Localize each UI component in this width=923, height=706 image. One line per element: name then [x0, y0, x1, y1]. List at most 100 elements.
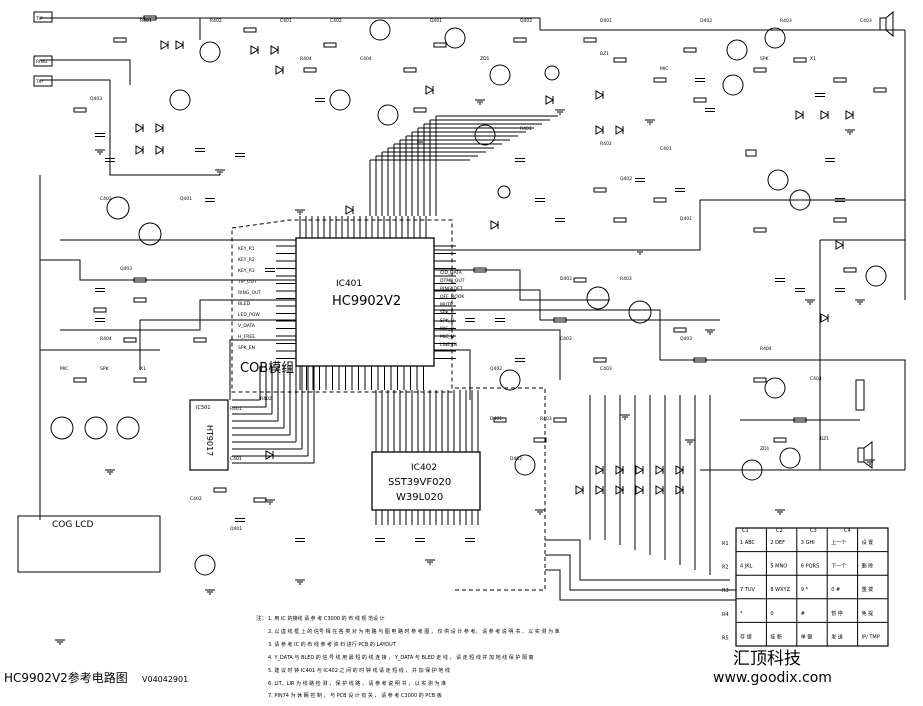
part-label: C401: [660, 146, 672, 152]
part-label: R401: [140, 18, 152, 24]
part-label: C403: [860, 18, 872, 24]
brand-url: www.goodix.com: [713, 670, 832, 686]
keypad-col-label-3: C3: [810, 528, 817, 534]
signal-label-left: KEY_R3: [238, 268, 255, 274]
keypad-key: 挂 断: [770, 633, 782, 640]
flash-ic-part-b: W39L020: [396, 492, 443, 503]
part-label: D401: [600, 18, 612, 24]
keypad-key: 9 *: [801, 587, 809, 593]
note-3: 3. 请 参 考 IC 的 布 线 参 考 资 料 进行 PCB 的 LAYOU…: [268, 641, 397, 648]
part-label: D402: [700, 18, 712, 24]
signal-label-left: H_FREE: [238, 334, 255, 340]
part-label: Q402: [490, 366, 502, 372]
note-2: 2. 以 虚 线 框 上 的 信号 相 在 各 类 对 为 电 路 与 图 电 …: [268, 628, 560, 635]
keypad-key: 7 TUV: [740, 587, 755, 593]
part-label: R403: [620, 276, 632, 282]
input-label-2: RING: [36, 59, 48, 65]
part-label: Q403: [120, 266, 132, 272]
keypad-key: 存 储: [740, 633, 752, 640]
part-label: C404: [360, 56, 372, 62]
aux-ic-ref: IC501: [196, 405, 211, 411]
part-label: R401: [520, 126, 532, 132]
keypad-key: 3 GHI: [801, 540, 815, 546]
signal-label-right: OFF_HOOK: [440, 294, 465, 300]
part-label: R402: [210, 18, 222, 24]
input-label-3: TIP: [35, 79, 43, 85]
keypad-key: 发 送: [831, 633, 843, 640]
keypad-key: *: [740, 611, 743, 617]
keypad-key: 2 DEF: [770, 540, 785, 546]
part-label: C401: [280, 18, 292, 24]
flash-ic-ref: IC402: [411, 463, 437, 473]
signal-label-left: KEY_R2: [238, 257, 255, 263]
part-label: D401: [490, 416, 502, 422]
part-label: Q403: [90, 96, 102, 102]
signal-label-right: CID_DATA: [440, 270, 463, 276]
part-label: R402: [260, 396, 272, 402]
input-label-1: TIP: [35, 16, 43, 22]
part-label: R403: [540, 416, 552, 422]
signal-label-left: V_DATA: [238, 323, 256, 329]
part-label: R401: [230, 406, 242, 412]
keypad-key: 下一个: [831, 564, 846, 570]
signal-label-right: MIC_P: [440, 326, 454, 332]
keypad-key: 删 除: [862, 563, 874, 570]
signal-label-right: RING_DET: [440, 286, 463, 292]
part-label: Q402: [520, 18, 532, 24]
note-6: 6. LIT、LIR 为 线 路 检 测 ， 保 护 线 路 ， 请 参 考 说…: [268, 680, 446, 687]
part-label: C402: [330, 18, 342, 24]
part-label: Q403: [680, 336, 692, 342]
note-7: 7. PIN74 为 休 眠 控 制 ， 与 PCB 设 计 有 关 ， 请 参…: [268, 692, 442, 699]
keypad-key: #: [801, 611, 805, 617]
keypad-col-label-4: C4: [844, 528, 851, 534]
signal-label-right: DTMF_OUT: [440, 278, 465, 284]
part-label: C403: [600, 366, 612, 372]
part-label: Q401: [430, 18, 442, 24]
part-label: BZ1: [820, 436, 829, 442]
cob-module-label: COB模组: [240, 361, 294, 376]
notes-heading: 注：: [256, 614, 267, 622]
part-label: Q401: [180, 196, 192, 202]
part-label: C403: [560, 336, 572, 342]
signal-label-right: SPK_P: [440, 310, 454, 316]
part-label: X1: [140, 366, 146, 372]
part-label: ZD1: [480, 56, 490, 62]
part-label: Q401: [230, 526, 242, 532]
signal-label-right: MIC_N: [440, 334, 454, 340]
part-label: D402: [560, 276, 572, 282]
signal-label-left: RING_OUT: [238, 290, 261, 296]
keypad-key: 免 提: [862, 610, 874, 617]
keypad-col-label-1: C1: [742, 528, 749, 534]
signal-label-right: MUTE: [440, 302, 453, 308]
part-label: ZD1: [760, 446, 770, 452]
keypad-row-label-1: R1: [722, 541, 729, 547]
part-label: D401: [680, 216, 692, 222]
main-ic-part: HC9902V2: [332, 294, 401, 309]
main-ic-ref: IC401: [336, 279, 362, 289]
keypad-key: 8 WXYZ: [770, 587, 790, 593]
flash-ic-part-a: SST39VF020: [388, 477, 451, 488]
part-label: MIC: [660, 66, 668, 72]
note-1: 1. 用 IC 的接线 请 参 考 C3000 的 布 线 规 范设 计: [268, 615, 385, 622]
keypad-key: 0: [770, 611, 773, 617]
keypad-key: 1 ABC: [740, 540, 756, 546]
keypad-key: 单 键: [801, 633, 813, 640]
part-label: MIC: [60, 366, 68, 372]
signal-label-left: TIP_OUT: [237, 279, 257, 285]
keypad-key: 6 PQRS: [801, 564, 819, 570]
note-5: 5. 建 议 时 钟 IC401 与 IC402 之 间 的 时 钟 线 请 走…: [268, 667, 450, 674]
note-4: 4. Y_DATA 与 BLED 的 信 号 线 用 最 短 的 线 连 接 ，…: [268, 654, 534, 661]
part-label: D402: [510, 456, 522, 462]
part-label: C402: [100, 196, 112, 202]
brand-name: 汇顶科技: [733, 649, 801, 669]
keypad-key: 5 MNO: [770, 564, 787, 570]
aux-ic-part: HT9017: [205, 425, 214, 456]
keypad-key: 上一个: [831, 539, 846, 546]
signal-label-right: SPK_N: [440, 318, 454, 324]
keypad-row-label-4: R4: [722, 612, 729, 618]
keypad-key: 重 拨: [862, 586, 874, 593]
doc-code: V04042901: [142, 675, 188, 684]
signal-label-left: KEY_R1: [238, 246, 255, 252]
